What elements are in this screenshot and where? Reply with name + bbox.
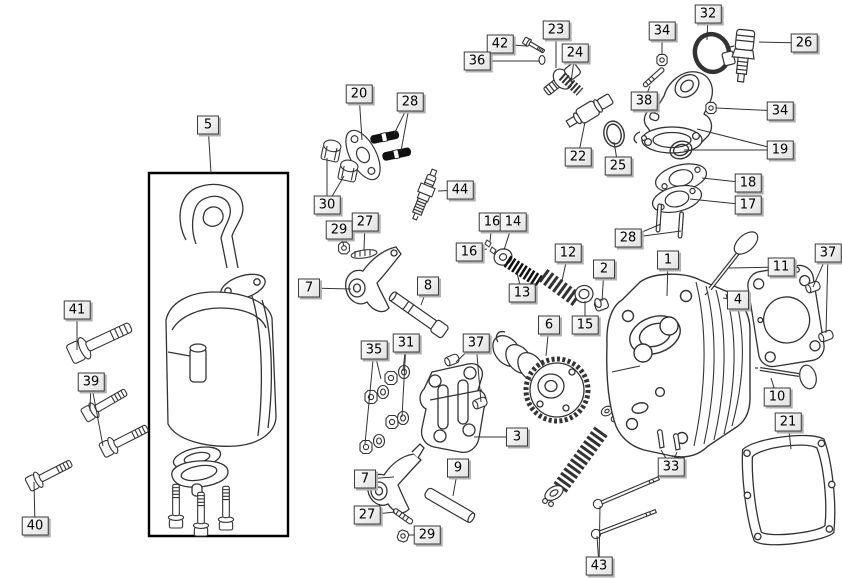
callout-8[interactable]: 8 bbox=[417, 276, 439, 296]
part-washer-36 bbox=[539, 56, 545, 65]
part-cover-gasket-21 bbox=[739, 432, 841, 548]
part-spring-seat-2 bbox=[594, 298, 610, 312]
callout-37[interactable]: 37 bbox=[462, 333, 490, 353]
callout-44[interactable]: 44 bbox=[446, 180, 474, 200]
callout-24[interactable]: 24 bbox=[561, 43, 589, 63]
callout-38[interactable]: 38 bbox=[630, 91, 658, 111]
part-rocker-arm-7a bbox=[346, 247, 401, 312]
callout-40[interactable]: 40 bbox=[21, 516, 49, 536]
callout-16[interactable]: 16 bbox=[455, 242, 483, 262]
leader-line-37 bbox=[826, 253, 828, 333]
callout-43[interactable]: 43 bbox=[585, 556, 613, 576]
part-outer-spring-12 bbox=[543, 275, 577, 300]
part-spring-24 bbox=[562, 76, 580, 92]
callout-5[interactable]: 5 bbox=[197, 115, 219, 135]
part-rocker-shaft-8 bbox=[387, 289, 449, 338]
callout-23[interactable]: 23 bbox=[542, 20, 570, 40]
part-cylinder-head-1 bbox=[607, 274, 750, 457]
part-inner-spring-13 bbox=[507, 261, 540, 282]
callout-39[interactable]: 39 bbox=[77, 372, 105, 392]
part-spark-plug-44 bbox=[408, 167, 442, 222]
part-valve-keepers-16 bbox=[485, 240, 496, 254]
callout-36[interactable]: 36 bbox=[463, 51, 491, 71]
callout-41[interactable]: 41 bbox=[63, 300, 91, 320]
callout-30[interactable]: 30 bbox=[313, 195, 341, 215]
callout-16[interactable]: 16 bbox=[478, 212, 506, 232]
part-valve-seal-15 bbox=[573, 283, 595, 304]
callout-7[interactable]: 7 bbox=[298, 278, 320, 298]
group-5-frame bbox=[149, 173, 288, 536]
callout-20[interactable]: 20 bbox=[345, 84, 373, 104]
callout-11[interactable]: 11 bbox=[767, 257, 795, 277]
part-gasket-18 bbox=[653, 159, 710, 197]
callout-2[interactable]: 2 bbox=[593, 259, 615, 279]
callout-35[interactable]: 35 bbox=[360, 340, 388, 360]
callout-14[interactable]: 14 bbox=[499, 212, 527, 232]
part-retainer-lower bbox=[542, 483, 565, 507]
callout-13[interactable]: 13 bbox=[508, 283, 536, 303]
callout-27[interactable]: 27 bbox=[353, 505, 381, 525]
callout-37[interactable]: 37 bbox=[814, 243, 842, 263]
callout-42[interactable]: 42 bbox=[486, 34, 514, 54]
callout-27[interactable]: 27 bbox=[351, 212, 379, 232]
callout-9[interactable]: 9 bbox=[447, 458, 469, 478]
callout-4[interactable]: 4 bbox=[727, 290, 749, 310]
callout-28[interactable]: 28 bbox=[396, 92, 424, 112]
part-head-gasket-4 bbox=[746, 263, 826, 368]
callout-29[interactable]: 29 bbox=[413, 525, 441, 545]
part-oring-19 bbox=[668, 139, 694, 162]
leader-line-39 bbox=[91, 382, 103, 446]
callout-31[interactable]: 31 bbox=[392, 333, 420, 353]
callout-17[interactable]: 17 bbox=[734, 195, 762, 215]
part-camshaft-6 bbox=[487, 330, 588, 421]
callout-33[interactable]: 33 bbox=[657, 457, 685, 477]
leader-line-19 bbox=[697, 129, 780, 150]
part-pivot-27a bbox=[351, 248, 378, 260]
callout-25[interactable]: 25 bbox=[604, 156, 632, 176]
part-exhaust-gasket-20 bbox=[339, 125, 387, 185]
callout-28[interactable]: 28 bbox=[614, 228, 642, 248]
leader-line-43 bbox=[599, 506, 600, 566]
callout-21[interactable]: 21 bbox=[774, 412, 802, 432]
part-valve-cover-assembly bbox=[166, 184, 276, 537]
callout-18[interactable]: 18 bbox=[734, 173, 762, 193]
leader-line-31 bbox=[402, 343, 406, 417]
part-adjuster-screw-27b bbox=[393, 508, 414, 525]
callout-7[interactable]: 7 bbox=[354, 469, 376, 489]
part-oring-25 bbox=[601, 119, 627, 149]
leader-line-35 bbox=[365, 350, 374, 444]
callout-1[interactable]: 1 bbox=[657, 250, 679, 270]
callout-34[interactable]: 34 bbox=[648, 21, 676, 41]
callout-29[interactable]: 29 bbox=[325, 220, 353, 240]
callout-6[interactable]: 6 bbox=[538, 315, 560, 335]
callout-22[interactable]: 22 bbox=[564, 147, 592, 167]
part-valve-11 bbox=[705, 228, 762, 295]
part-injector-22 bbox=[564, 91, 615, 130]
callout-26[interactable]: 26 bbox=[790, 33, 818, 53]
callout-10[interactable]: 10 bbox=[763, 387, 791, 407]
callout-3[interactable]: 3 bbox=[506, 427, 528, 447]
callout-19[interactable]: 19 bbox=[766, 140, 794, 160]
part-rocker-shaft-9 bbox=[424, 487, 477, 524]
callout-15[interactable]: 15 bbox=[571, 315, 599, 335]
callout-34[interactable]: 34 bbox=[766, 101, 794, 121]
leader-line-37 bbox=[476, 343, 481, 402]
part-stud-38 bbox=[643, 67, 665, 88]
callout-12[interactable]: 12 bbox=[554, 243, 582, 263]
callout-32[interactable]: 32 bbox=[694, 4, 722, 24]
part-pins-33 bbox=[657, 430, 680, 450]
part-valve-10 bbox=[755, 363, 819, 390]
part-valve-spring-lower bbox=[560, 430, 602, 488]
part-temp-sensor-26 bbox=[730, 29, 757, 83]
part-rocker-bracket-3 bbox=[420, 364, 486, 453]
